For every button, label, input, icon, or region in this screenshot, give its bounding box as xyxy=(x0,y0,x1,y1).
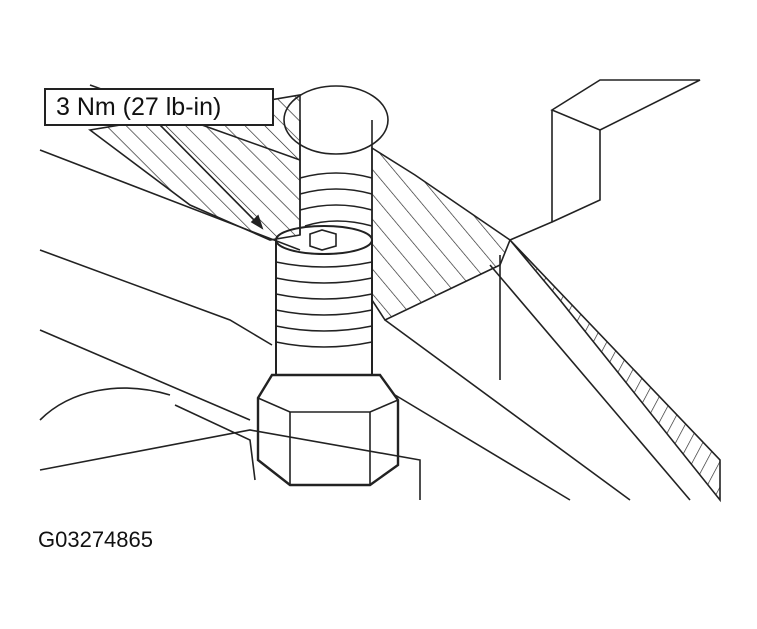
hex-fitting xyxy=(256,373,400,487)
bore-thread xyxy=(299,172,373,179)
casting-wall-line xyxy=(489,264,691,501)
housing-section-right xyxy=(371,146,511,322)
bore-thread xyxy=(299,204,373,211)
hex-fitting-edge xyxy=(257,397,399,413)
bore-thread xyxy=(299,188,373,195)
bore-thread xyxy=(304,220,373,227)
fitting-thread xyxy=(275,277,373,284)
block-edge-line xyxy=(384,319,631,501)
fitting-thread xyxy=(275,341,373,348)
casting-wall-edge xyxy=(509,110,553,241)
casting-wall-top xyxy=(550,79,701,131)
block-edge-line xyxy=(174,404,256,481)
fitting-thread xyxy=(275,309,373,316)
bore-opening xyxy=(283,85,389,155)
housing-edge-line xyxy=(39,249,273,346)
callout-leader-line xyxy=(159,124,263,229)
torque-callout-box: 3 Nm (27 lb-in) xyxy=(44,88,274,126)
fitting-thread xyxy=(275,293,373,300)
fitting-top-face xyxy=(275,225,373,255)
callout-arrowhead xyxy=(250,214,264,230)
block-base-line xyxy=(39,429,421,500)
housing-edge-line xyxy=(39,329,251,421)
figure-id: G03274865 xyxy=(38,527,153,552)
torque-callout-label: 3 Nm (27 lb-in) xyxy=(56,92,222,121)
casting-wall-section xyxy=(509,239,721,503)
block-curve-line xyxy=(39,387,171,421)
casting-wall-face xyxy=(551,130,601,223)
block-edge-line xyxy=(394,394,571,501)
fitting-thread xyxy=(275,261,373,268)
fitting-thread xyxy=(275,325,373,332)
fitting-hex-socket xyxy=(309,229,337,251)
